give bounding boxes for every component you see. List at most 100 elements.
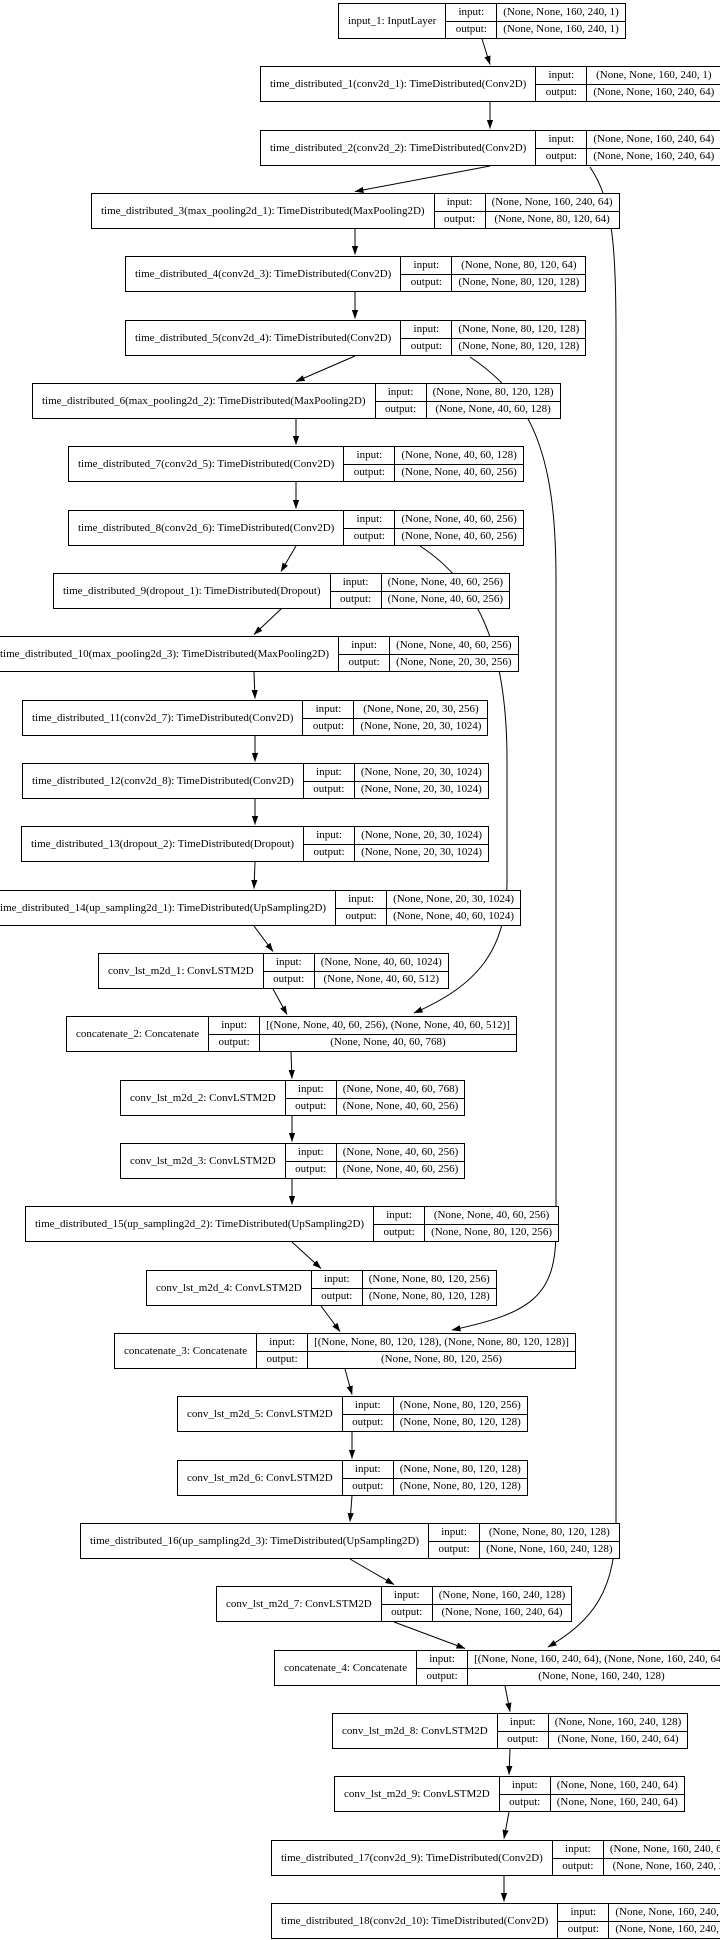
input-shape: (None, None, 160, 240, 64) [556, 1778, 678, 1791]
input-row: input:(None, None, 80, 120, 128) [376, 384, 560, 401]
output-shape: (None, None, 40, 60, 256) [401, 466, 517, 479]
output-row: output:(None, None, 160, 240, 128) [417, 1667, 720, 1685]
output-shape: (None, None, 40, 60, 256) [387, 593, 504, 606]
layer-node: time_distributed_1(conv2d_1): TimeDistri… [260, 66, 720, 102]
output-row: output:(None, None, 160, 240, 64) [536, 147, 720, 165]
output-shape: (None, None, 160, 240, 64) [593, 150, 715, 163]
edge [349, 1558, 395, 1585]
input-shape: (None, None, 80, 120, 64) [461, 258, 577, 271]
input-row: input:(None, None, 160, 240, 64) [536, 131, 720, 148]
input-shape: (None, None, 80, 120, 256) [399, 1398, 521, 1411]
input-label: input: [429, 1524, 481, 1541]
edge [251, 671, 258, 699]
layer-name-label: conv_lst_m2d_9: ConvLSTM2D [335, 1777, 500, 1811]
output-row: output: (None, None, 40, 60, 256) [330, 590, 510, 608]
output-row: output:(None, None, 40, 60, 256) [285, 1097, 465, 1115]
io-table: input:(None, None, 20, 30, 256)output:(N… [303, 701, 488, 735]
output-row: output:(None, None, 160, 240, 2) [552, 1857, 720, 1875]
input-label: input: [286, 1144, 337, 1161]
input-label: input: [401, 257, 453, 274]
input-row: input: (None, None, 80, 120, 128) [401, 321, 585, 338]
layer-node: time_distributed_10(max_pooling2d_3): Ti… [0, 636, 519, 672]
layer-name-label: conv_lst_m2d_1: ConvLSTM2D [99, 954, 264, 988]
output-shape: (None, None, 160, 240, 64) [441, 1606, 563, 1619]
input-row: input:[(None, None, 40, 60, 256), (None,… [209, 1017, 516, 1034]
layer-node: time_distributed_2(conv2d_2): TimeDistri… [260, 130, 720, 166]
io-table: input:(None, None, 40, 60, 128)output:(N… [344, 447, 523, 481]
input-row: input: (None, None, 80, 120, 64) [401, 257, 585, 274]
input-label: input: [336, 891, 388, 908]
output-label: output: [331, 591, 382, 608]
output-label: output: [339, 654, 391, 671]
input-row: input:(None, None, 160, 240, 64) [435, 194, 619, 211]
output-label: output: [257, 1351, 309, 1368]
layer-name-label: time_distributed_10(max_pooling2d_3): Ti… [0, 637, 340, 671]
io-table: input:(None, None, 80, 120, 256)output: (… [342, 1397, 527, 1431]
io-table: input:(None, None, 20, 30, 1024)output:(… [336, 891, 521, 925]
input-row: input:[(None, None, 160, 240, 64), (None… [417, 1651, 720, 1668]
io-table: input:(None, None, 160, 240, 64)output:(… [536, 131, 720, 165]
input-row: input:(None, None, 40, 60, 1024) [264, 954, 448, 971]
input-shape: (None, None, 40, 60, 768) [342, 1082, 459, 1095]
layer-name-label: conv_lst_m2d_7: ConvLSTM2D [217, 1587, 382, 1621]
layer-name-label: input_1: InputLayer [339, 4, 447, 38]
input-shape: (None, None, 80, 120, 128) [458, 322, 580, 335]
io-table: input:[(None, None, 40, 60, 256), (None,… [209, 1017, 516, 1051]
input-row: input:(None, None, 80, 120, 256) [343, 1397, 527, 1414]
io-table: input:(None, None, 40, 60, 1024)output:(… [263, 954, 448, 988]
edge [280, 545, 297, 572]
io-table: input:(None, None, 160, 240, 64)output:(… [499, 1777, 684, 1811]
layer-name-label: conv_lst_m2d_3: ConvLSTM2D [121, 1144, 286, 1178]
output-row: output:(None, None, 80, 120, 128) [401, 337, 586, 355]
input-shape: (None, None, 20, 30, 1024) [361, 828, 483, 841]
input-shape: [(None, None, 40, 60, 256), (None, None,… [266, 1018, 510, 1031]
io-table: input:(None, None, 20, 30, 1024)output:(… [303, 764, 488, 798]
input-row: input:(None, None, 160, 240, 128) [382, 1587, 571, 1604]
output-shape: (None, None, 160, 240, 1) [503, 23, 619, 36]
layer-node: time_distributed_7(conv2d_5): TimeDistri… [68, 446, 524, 482]
input-label: input: [553, 1841, 604, 1858]
input-shape: (None, None, 160, 240, 1) [503, 5, 619, 18]
output-shape: (None, None, 80, 120, 128) [399, 1416, 521, 1429]
output-shape: (None, None, 160, 240, 2) [612, 1860, 720, 1873]
input-shape: (None, None, 160, 240, 64) [609, 1842, 720, 1855]
output-row: output:(None, None, 40, 60, 256) [344, 527, 523, 545]
input-label: input: [304, 764, 355, 781]
output-shape: (None, None, 160, 240, 2) [615, 1923, 720, 1936]
input-shape: (None, None, 40, 60, 256) [387, 575, 504, 588]
output-row: output:(None, None, 80, 120, 64) [434, 210, 619, 228]
output-shape: (None, None, 40, 60, 256) [401, 530, 517, 543]
output-label: output: [286, 1098, 337, 1115]
input-label: input: [401, 321, 453, 338]
io-table: input: (None, None, 80, 120, 64)output: (N… [401, 257, 586, 291]
edge [504, 1685, 512, 1712]
input-label: input: [264, 954, 315, 971]
io-table: input:(None, None, 40, 60, 256)output:(N… [344, 511, 523, 545]
output-label: output: [401, 338, 453, 355]
layer-name-label: time_distributed_13(dropout_2): TimeDist… [22, 827, 305, 861]
output-row: output:(None, None, 160, 240, 64) [499, 1793, 684, 1811]
output-label: output: [343, 1414, 394, 1431]
layer-name-label: time_distributed_17(conv2d_9): TimeDistr… [272, 1841, 553, 1875]
layer-name-label: concatenate_4: Concatenate [275, 1651, 418, 1685]
input-row: input:[(None, None, 80, 120, 128), (None… [257, 1334, 575, 1351]
output-label: output: [401, 274, 453, 291]
edge [253, 608, 282, 635]
io-table: input:(None, None, 160, 240, 128)output:… [381, 1587, 572, 1621]
io-table: input:(None, None, 160, 240, 128)output:… [497, 1714, 688, 1748]
input-shape: (None, None, 80, 120, 128) [399, 1462, 521, 1475]
output-row: output:(None, None, 40, 60, 256) [285, 1160, 465, 1178]
output-label: output: [536, 84, 588, 101]
output-label: output: [304, 844, 356, 861]
layer-name-label: conv_lst_m2d_6: ConvLSTM2D [178, 1461, 343, 1495]
input-label: input: [303, 701, 355, 718]
layer-node: time_distributed_9(dropout_1): TimeDistr… [53, 573, 511, 609]
